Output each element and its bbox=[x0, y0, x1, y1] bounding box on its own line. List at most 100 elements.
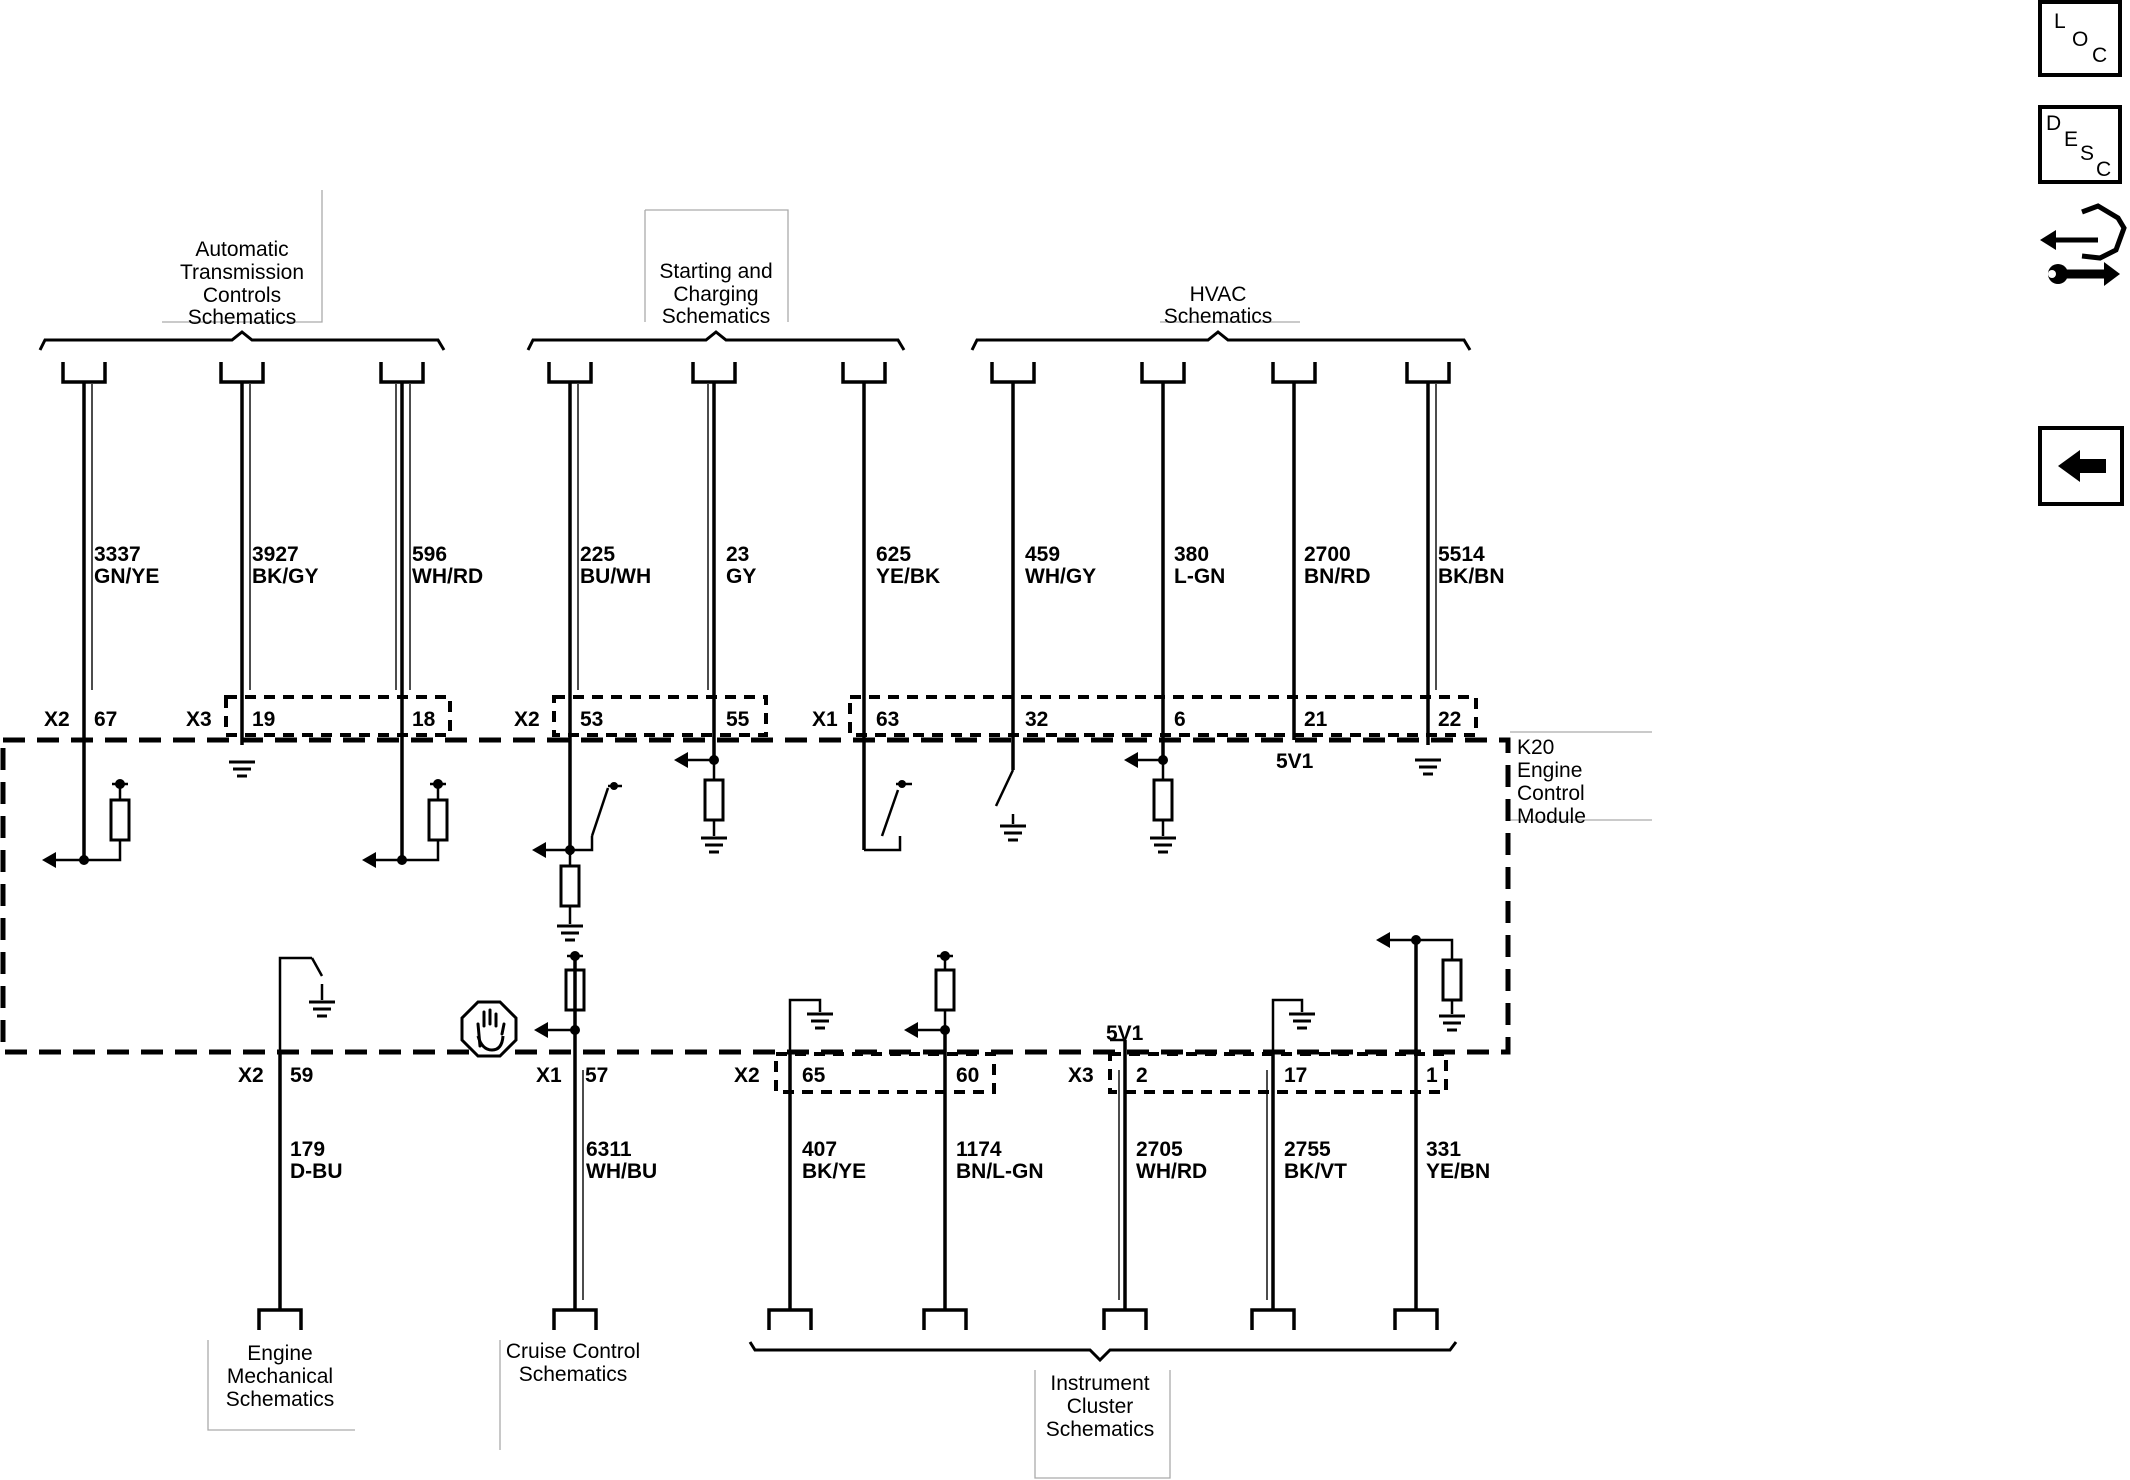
svg-text:19: 19 bbox=[252, 708, 275, 731]
engine-mechanical-schematics-label[interactable]: Engine Mechanical Schematics bbox=[226, 1342, 335, 1411]
svg-text:Cruise Control: Cruise Control bbox=[506, 1340, 640, 1363]
svg-text:D: D bbox=[2046, 112, 2061, 135]
svg-text:Engine: Engine bbox=[1517, 759, 1582, 782]
svg-text:Charging: Charging bbox=[673, 283, 758, 306]
svg-text:6311: 6311 bbox=[586, 1138, 632, 1161]
wire-23[interactable]: 23 GY bbox=[726, 543, 756, 588]
module-outline bbox=[0, 737, 1511, 1055]
svg-text:Instrument: Instrument bbox=[1050, 1372, 1149, 1395]
svg-text:2705: 2705 bbox=[1136, 1138, 1183, 1161]
svg-text:Starting and: Starting and bbox=[659, 260, 772, 283]
svg-text:WH/BU: WH/BU bbox=[586, 1160, 657, 1183]
svg-text:3337: 3337 bbox=[94, 543, 141, 566]
svg-text:459: 459 bbox=[1025, 543, 1060, 566]
svg-text:Schematics: Schematics bbox=[226, 1388, 335, 1411]
svg-text:BN/RD: BN/RD bbox=[1304, 565, 1371, 588]
svg-text:23: 23 bbox=[726, 543, 749, 566]
svg-text:Engine: Engine bbox=[247, 1342, 312, 1365]
svg-text:225: 225 bbox=[580, 543, 615, 566]
desc-button[interactable]: D E S C bbox=[2038, 105, 2122, 184]
wire-625[interactable]: 625 YE/BK bbox=[876, 543, 940, 588]
svg-text:5514: 5514 bbox=[1438, 543, 1485, 566]
k20-module-label[interactable]: K20 Engine Control Module bbox=[1517, 736, 1586, 828]
svg-text:407: 407 bbox=[802, 1138, 837, 1161]
wire-225[interactable]: 225 BU/WH bbox=[580, 543, 651, 588]
svg-text:K20: K20 bbox=[1517, 736, 1554, 759]
svg-text:18: 18 bbox=[412, 708, 436, 731]
wire-407[interactable]: 407 BK/YE bbox=[802, 1138, 866, 1183]
wire-331[interactable]: 331 YE/BN bbox=[1426, 1138, 1490, 1183]
svg-text:3927: 3927 bbox=[252, 543, 299, 566]
svg-text:D-BU: D-BU bbox=[290, 1160, 343, 1183]
wire-3927[interactable]: 3927 BK/GY bbox=[252, 543, 319, 588]
svg-text:Cluster: Cluster bbox=[1067, 1395, 1134, 1418]
internal-circuits-upper bbox=[42, 752, 1443, 942]
svg-text:53: 53 bbox=[580, 708, 603, 731]
svg-text:Controls: Controls bbox=[203, 284, 281, 307]
back-button[interactable] bbox=[2038, 426, 2124, 506]
svg-text:Schematics: Schematics bbox=[1046, 1418, 1155, 1441]
svg-text:BK/VT: BK/VT bbox=[1284, 1160, 1347, 1183]
top-wires bbox=[82, 382, 1437, 860]
connector-tool-icon[interactable] bbox=[2040, 203, 2127, 286]
top-connectors bbox=[61, 360, 1451, 384]
svg-text:YE/BN: YE/BN bbox=[1426, 1160, 1490, 1183]
svg-text:BK/BN: BK/BN bbox=[1438, 565, 1505, 588]
svg-text:380: 380 bbox=[1174, 543, 1209, 566]
svg-text:6: 6 bbox=[1174, 708, 1186, 731]
bottom-connectors bbox=[257, 1308, 1439, 1332]
wire-179[interactable]: 179 D-BU bbox=[290, 1138, 343, 1183]
svg-text:L: L bbox=[2054, 10, 2066, 33]
svg-text:GN/YE: GN/YE bbox=[94, 565, 159, 588]
svg-text:O: O bbox=[2072, 28, 2088, 51]
svg-text:Automatic: Automatic bbox=[195, 238, 288, 261]
svg-text:22: 22 bbox=[1438, 708, 1461, 731]
svg-text:C: C bbox=[2096, 158, 2111, 181]
svg-text:2: 2 bbox=[1136, 1064, 1148, 1087]
svg-text:179: 179 bbox=[290, 1138, 325, 1161]
instrument-cluster-schematics-label[interactable]: Instrument Cluster Schematics bbox=[1046, 1372, 1155, 1441]
bottom-connector-boxes bbox=[774, 1052, 1448, 1094]
svg-text:X3: X3 bbox=[186, 708, 212, 731]
svg-text:Module: Module bbox=[1517, 805, 1586, 828]
wire-459[interactable]: 459 WH/GY bbox=[1025, 543, 1096, 588]
svg-text:BN/L-GN: BN/L-GN bbox=[956, 1160, 1044, 1183]
svg-text:625: 625 bbox=[876, 543, 911, 566]
wire-5514[interactable]: 5514 BK/BN bbox=[1438, 543, 1505, 588]
cruise-control-schematics-label[interactable]: Cruise Control Schematics bbox=[506, 1340, 640, 1386]
svg-text:X2: X2 bbox=[238, 1064, 264, 1087]
svg-text:YE/BK: YE/BK bbox=[876, 565, 940, 588]
svg-text:X1: X1 bbox=[812, 708, 838, 731]
svg-text:GY: GY bbox=[726, 565, 756, 588]
wire-2755[interactable]: 2755 BK/VT bbox=[1284, 1138, 1347, 1183]
wire-2705[interactable]: 2705 WH/RD bbox=[1136, 1138, 1207, 1183]
svg-text:Control: Control bbox=[1517, 782, 1585, 805]
loc-button[interactable]: L O C bbox=[2038, 0, 2122, 77]
svg-text:2755: 2755 bbox=[1284, 1138, 1331, 1161]
svg-text:Schematics: Schematics bbox=[662, 305, 771, 328]
internal-circuits-lower bbox=[278, 932, 1467, 1052]
hvac-schematics-label[interactable]: HVAC Schematics bbox=[1164, 283, 1273, 328]
svg-text:2700: 2700 bbox=[1304, 543, 1351, 566]
wire-1174[interactable]: 1174 BN/L-GN bbox=[956, 1138, 1044, 1183]
cruise-control-hand-icon bbox=[460, 1000, 518, 1058]
wire-2700[interactable]: 2700 BN/RD bbox=[1304, 543, 1371, 588]
wire-596[interactable]: 596 WH/RD bbox=[412, 543, 483, 588]
label-ticks bbox=[162, 190, 1652, 1479]
svg-text:5V1: 5V1 bbox=[1106, 1022, 1144, 1045]
svg-text:59: 59 bbox=[290, 1064, 313, 1087]
wire-6311[interactable]: 6311 WH/BU bbox=[586, 1138, 657, 1183]
starting-charging-schematics-label[interactable]: Starting and Charging Schematics bbox=[659, 260, 772, 328]
svg-text:1: 1 bbox=[1426, 1064, 1438, 1087]
svg-text:596: 596 bbox=[412, 543, 447, 566]
svg-text:S: S bbox=[2080, 142, 2094, 165]
wire-3337[interactable]: 3337 GN/YE bbox=[94, 543, 159, 588]
svg-text:67: 67 bbox=[94, 708, 117, 731]
wire-380[interactable]: 380 L-GN bbox=[1174, 543, 1225, 588]
svg-text:X2: X2 bbox=[514, 708, 540, 731]
svg-text:60: 60 bbox=[956, 1064, 979, 1087]
svg-text:WH/RD: WH/RD bbox=[412, 565, 483, 588]
top-connector-boxes bbox=[224, 695, 1478, 737]
atc-schematics-label[interactable]: Automatic Transmission Controls Schemati… bbox=[180, 238, 304, 329]
